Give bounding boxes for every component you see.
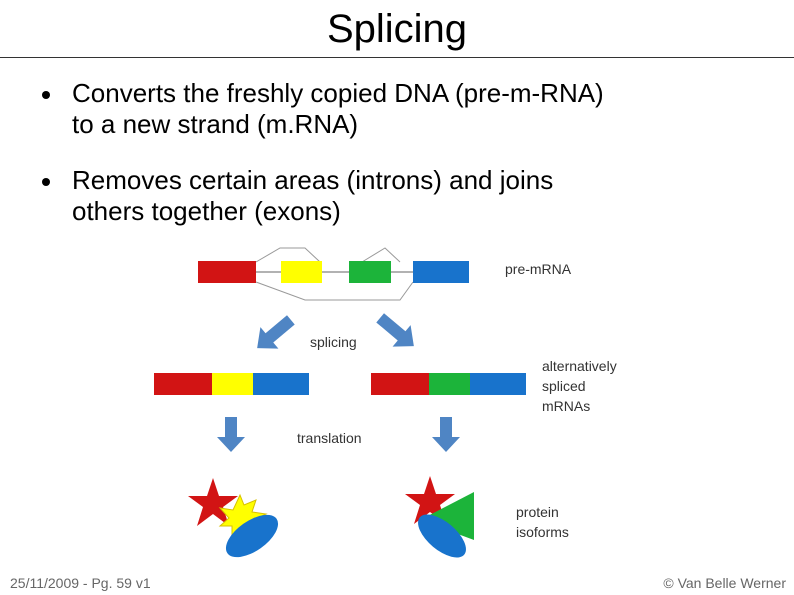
pre-mrna-exon-green: [349, 261, 391, 283]
protein-label-line-1: protein: [516, 504, 559, 520]
protein-isoform-2-icon: [405, 476, 474, 558]
alt-label-line-1: alternatively: [542, 358, 617, 374]
slide-title: Splicing: [326, 7, 468, 51]
bullet-dot-1: [42, 91, 50, 99]
alt-label-line-2: spliced: [542, 378, 586, 394]
bullet-2-line-2: others together (exons): [72, 196, 341, 226]
splicing-arrow-left-icon: [257, 315, 295, 349]
translation-arrow-right-icon: [432, 417, 460, 452]
pre-mrna-exon-red: [198, 261, 256, 283]
protein-isoform-1-icon: [188, 478, 279, 558]
mrna2-exon-green: [429, 373, 470, 395]
bullet-1-line-1: Converts the freshly copied DNA (pre-m-R…: [72, 78, 604, 108]
bullet-2: Removes certain areas (introns) and join…: [72, 165, 772, 227]
skip-connector: [255, 281, 414, 301]
mrna2-exon-red: [371, 373, 429, 395]
bullet-dot-2: [42, 178, 50, 186]
translation-arrow-left-icon: [217, 417, 245, 452]
pre-mrna-label: pre-mRNA: [505, 261, 572, 277]
mrna1-exon-red: [154, 373, 212, 395]
pre-mrna-exon-blue: [413, 261, 469, 283]
protein-label-line-2: isoforms: [516, 524, 569, 540]
translation-label: translation: [297, 430, 362, 446]
footer-date: 25/11/2009 - Pg. 59 v1: [10, 575, 151, 591]
intron-connector-2: [361, 247, 401, 263]
intron-connector-1: [255, 247, 321, 263]
splicing-label: splicing: [310, 334, 357, 350]
mrna2-exon-blue: [470, 373, 526, 395]
bullet-1-line-2: to a new strand (m.RNA): [72, 109, 359, 139]
mrna1-exon-yellow: [212, 373, 253, 395]
mrna1-exon-blue: [253, 373, 309, 395]
title-divider: [0, 57, 794, 58]
bullet-2-line-1: Removes certain areas (introns) and join…: [72, 165, 554, 195]
splicing-arrow-right-icon: [376, 313, 414, 347]
bullet-1: Converts the freshly copied DNA (pre-m-R…: [72, 78, 772, 140]
alt-label-line-3: mRNAs: [542, 398, 590, 414]
pre-mrna-exon-yellow: [281, 261, 322, 283]
footer-copyright: © Van Belle Werner: [663, 575, 786, 591]
